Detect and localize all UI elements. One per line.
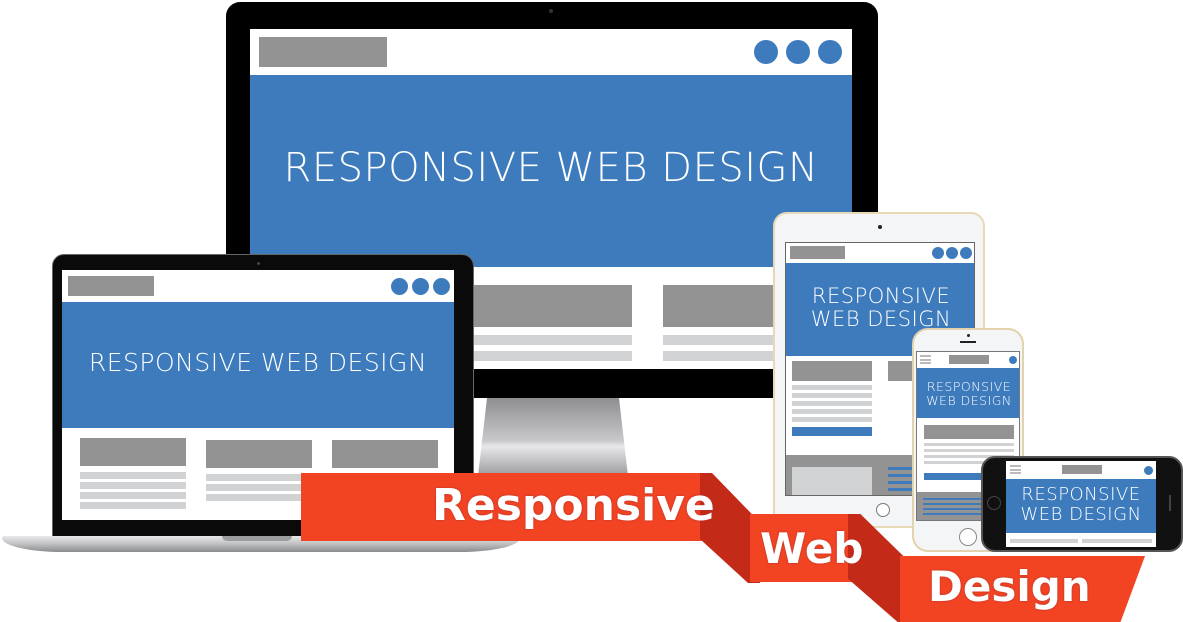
tablet-nav-dot[interactable] [960, 247, 972, 259]
laptop-logo-placeholder [68, 276, 154, 296]
laptop-content-line [206, 494, 312, 501]
monitor-nav-dot[interactable] [754, 40, 778, 64]
laptop-content-line [80, 482, 186, 489]
phone-portrait-nav-dot[interactable] [1009, 356, 1017, 364]
tablet-content-block [792, 361, 872, 381]
hamburger-icon[interactable] [920, 355, 931, 364]
monitor-content-line [663, 351, 823, 361]
laptop-content-block [80, 438, 186, 466]
phone-landscape-nav-dot[interactable] [1144, 466, 1153, 475]
phone-landscape-screen: RESPONSIVE WEB DESIGN [1006, 461, 1156, 547]
laptop-hero-banner: RESPONSIVE WEB DESIGN [62, 302, 454, 428]
laptop-content-line [80, 492, 186, 499]
ribbon-word-web: Web [760, 524, 864, 573]
laptop-nav-dot[interactable] [391, 278, 408, 295]
phone-portrait-speaker [960, 341, 976, 343]
hamburger-icon[interactable] [1010, 465, 1021, 474]
tablet-content-line [792, 417, 872, 422]
tablet-hero-line1: RESPONSIVE [811, 284, 951, 308]
phone-portrait-content-line [924, 449, 1014, 452]
monitor-nav-dot[interactable] [818, 40, 842, 64]
tablet-camera [878, 225, 882, 229]
phone-portrait-content-line [924, 455, 1014, 458]
phone-portrait-hero-line1: RESPONSIVE [926, 379, 1012, 394]
laptop-nav-dot[interactable] [412, 278, 429, 295]
phone-landscape-hero-line2: WEB DESIGN [1020, 504, 1142, 525]
phone-portrait-footer-link[interactable] [923, 508, 983, 510]
laptop-content-line [206, 474, 312, 481]
phone-portrait-footer-link[interactable] [923, 503, 983, 505]
tablet-content-line [792, 401, 872, 406]
phone-landscape-logo-placeholder [1062, 465, 1102, 474]
phone-portrait-logo-placeholder [949, 355, 989, 364]
laptop-content-line [206, 484, 312, 491]
phone-landscape-hero-line1: RESPONSIVE [1021, 484, 1141, 505]
monitor-content-line [472, 351, 632, 361]
phone-portrait-home-button[interactable] [959, 528, 977, 546]
tablet-hero-line2: WEB DESIGN [810, 307, 952, 331]
laptop-nav-dot[interactable] [433, 278, 450, 295]
monitor-nav-dot[interactable] [786, 40, 810, 64]
monitor-hero-banner: RESPONSIVE WEB DESIGN [250, 75, 852, 267]
ribbon-segment-responsive [301, 473, 711, 541]
tablet-content-line [792, 393, 872, 398]
ribbon-word-design: Design [928, 562, 1091, 611]
phone-portrait-content-block [924, 425, 1014, 439]
tablet-home-button[interactable] [876, 503, 890, 517]
phone-portrait-content-line [924, 443, 1014, 446]
phone-portrait-content-line [924, 461, 1014, 464]
phone-landscape-speaker [1169, 495, 1171, 511]
monitor-hero-text: RESPONSIVE WEB DESIGN [283, 145, 819, 191]
laptop-hero-text: RESPONSIVE WEB DESIGN [88, 348, 428, 377]
laptop-camera [257, 262, 260, 265]
phone-landscape-content-line [1082, 539, 1152, 543]
monitor-content-line [663, 335, 823, 345]
ribbon-word-responsive: Responsive [432, 480, 715, 531]
tablet-nav-dot[interactable] [946, 247, 958, 259]
laptop-content-line [80, 502, 186, 509]
ribbon-segment-web [750, 514, 860, 582]
tablet-content-line [792, 409, 872, 414]
phone-portrait-camera [967, 334, 970, 337]
phone-portrait-footer-link[interactable] [923, 513, 983, 515]
phone-landscape-home-button[interactable] [987, 496, 1001, 510]
tablet-content-line [792, 385, 872, 390]
phone-portrait-hero-line2: WEB DESIGN [926, 393, 1012, 408]
tablet-nav-dot[interactable] [932, 247, 944, 259]
laptop-content-block [206, 440, 312, 468]
monitor-logo-placeholder [259, 37, 387, 67]
monitor-screen: RESPONSIVE WEB DESIGN [250, 29, 852, 369]
monitor-camera [549, 9, 553, 13]
tablet-footer-image [792, 467, 872, 495]
tablet-button[interactable] [792, 427, 872, 436]
phone-landscape-hero-banner: RESPONSIVE WEB DESIGN [1006, 479, 1156, 533]
tablet-logo-placeholder [790, 246, 845, 259]
laptop-content-block [332, 440, 438, 468]
phone-portrait-footer-link[interactable] [923, 498, 983, 500]
phone-portrait-hero-banner: RESPONSIVE WEB DESIGN [917, 368, 1019, 418]
monitor-content-block [472, 285, 632, 327]
phone-landscape-content-line [1010, 539, 1078, 543]
monitor-content-line [472, 335, 632, 345]
monitor-stand [478, 398, 628, 476]
phone-portrait-button[interactable] [924, 473, 1014, 480]
ribbon-segment-design [900, 556, 1145, 622]
laptop-content-line [80, 472, 186, 479]
laptop-notch [222, 536, 292, 541]
